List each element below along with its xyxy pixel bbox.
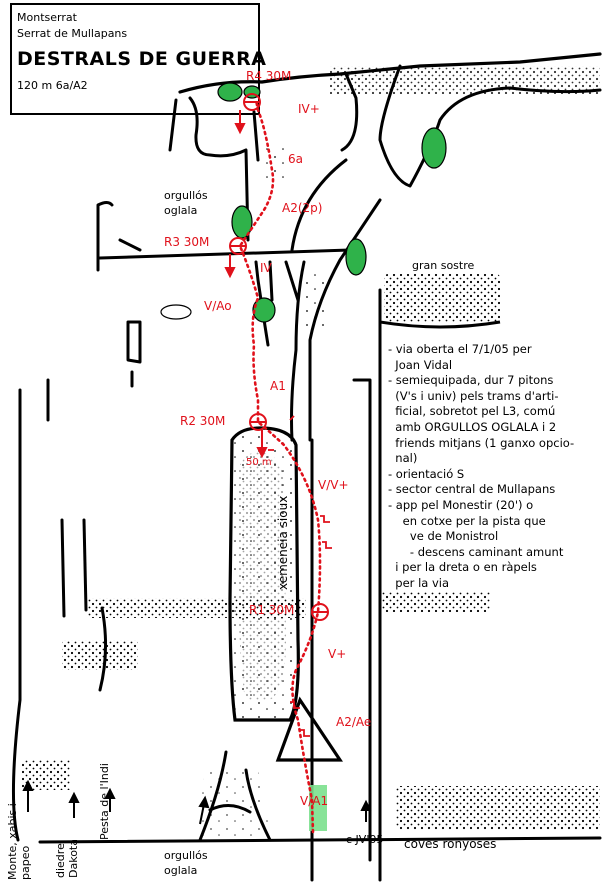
grade-p4-aid: A2(2p)	[282, 201, 323, 215]
slab-hatching	[196, 770, 272, 838]
neighbour-route-1: Monte, xabis i papeo	[6, 803, 32, 880]
note-line: - orientació S	[388, 466, 465, 481]
note-line: nal)	[388, 451, 418, 466]
note-line: en cotxe per la pista que	[388, 513, 546, 528]
neighbour-route-2: diedre Dakota	[54, 839, 80, 878]
grade-p1-aid: A2/Ae	[336, 715, 372, 729]
grade-p4-crux: 6a	[288, 152, 303, 166]
rappel-arrows	[224, 110, 268, 459]
aid-triangle	[275, 696, 343, 762]
grade-p1-upper: V/V+	[318, 478, 349, 492]
note-line: per la via	[388, 575, 450, 590]
caves-label: coves ronyoses	[404, 837, 497, 851]
roof-outline	[379, 320, 501, 329]
note-line: Joan Vidal	[388, 357, 453, 372]
region-label: Montserrat	[17, 11, 77, 24]
tree-label: orgullós oglala	[164, 189, 208, 217]
grade-p3-low: V/Ao	[204, 299, 232, 313]
vegetation	[160, 82, 447, 323]
neighbour-route-3: Pesta de l'Indi	[98, 763, 111, 840]
route-notes: - via oberta el 7/1/05 per Joan Vidal - …	[388, 342, 598, 592]
header-box	[10, 3, 260, 115]
chimney-dots	[238, 451, 286, 700]
rappel-length-label: 50 m	[246, 457, 272, 468]
right-base-texture	[396, 786, 600, 830]
note-line: - semiequipada, dur 7 pitons	[388, 373, 554, 388]
grade-p4-top: IV+	[298, 102, 320, 116]
sector-label: Serrat de Mullapans	[17, 27, 128, 40]
grade-p2: A1	[270, 379, 286, 393]
grade-p1-start: V/A1	[300, 794, 329, 808]
note-line: amb ORGULLOS OGLALA i 2	[388, 419, 557, 434]
author-signature: c JV'05	[346, 833, 384, 846]
right-ledge-texture	[380, 592, 490, 612]
neighbour-route-arrows	[22, 779, 372, 825]
grade-p1-mid: V+	[328, 647, 347, 661]
mid-wall-texture	[306, 270, 326, 330]
route-grade: 120 m 6a/A2	[17, 79, 88, 92]
piton-markers	[268, 415, 332, 737]
note-line: - via oberta el 7/1/05 per	[388, 342, 532, 356]
chimney-label: xemeneia sioux	[276, 495, 290, 590]
summit-shading	[330, 66, 600, 94]
note-line: friends mitjans (1 ganxo opcio-	[388, 435, 575, 450]
note-line: - descens caminant amunt	[388, 544, 564, 559]
route-title: DESTRALS DE GUERRA	[17, 48, 267, 70]
grade-p3-top: IV	[260, 261, 272, 275]
note-line: ficial, sobretot pel L3, comú	[388, 404, 556, 419]
base-tree-label: orgullós oglala	[164, 849, 208, 877]
note-line: i per la dreta o en ràpels	[388, 560, 537, 575]
belay-r1-label: R1 30M	[249, 603, 295, 617]
left-ledge-texture	[88, 598, 306, 618]
note-line: ve de Monistrol	[388, 529, 499, 544]
upper-dots	[262, 146, 286, 180]
roof-texture	[384, 274, 500, 322]
note-line: - sector central de Mullapans	[388, 482, 556, 497]
left-wall-texture	[62, 640, 138, 670]
belay-r4-label: R4 30M	[246, 69, 292, 83]
belay-r3-label: R3 30M	[164, 235, 210, 249]
note-line: (V's i univ) pels trams d'arti-	[388, 388, 559, 403]
route-line	[238, 98, 322, 834]
belay-r2-label: R2 30M	[180, 414, 226, 428]
note-line: - app pel Monestir (20') o	[388, 497, 534, 512]
belay-stations	[229, 93, 329, 621]
roof-label: gran sostre	[412, 259, 475, 272]
